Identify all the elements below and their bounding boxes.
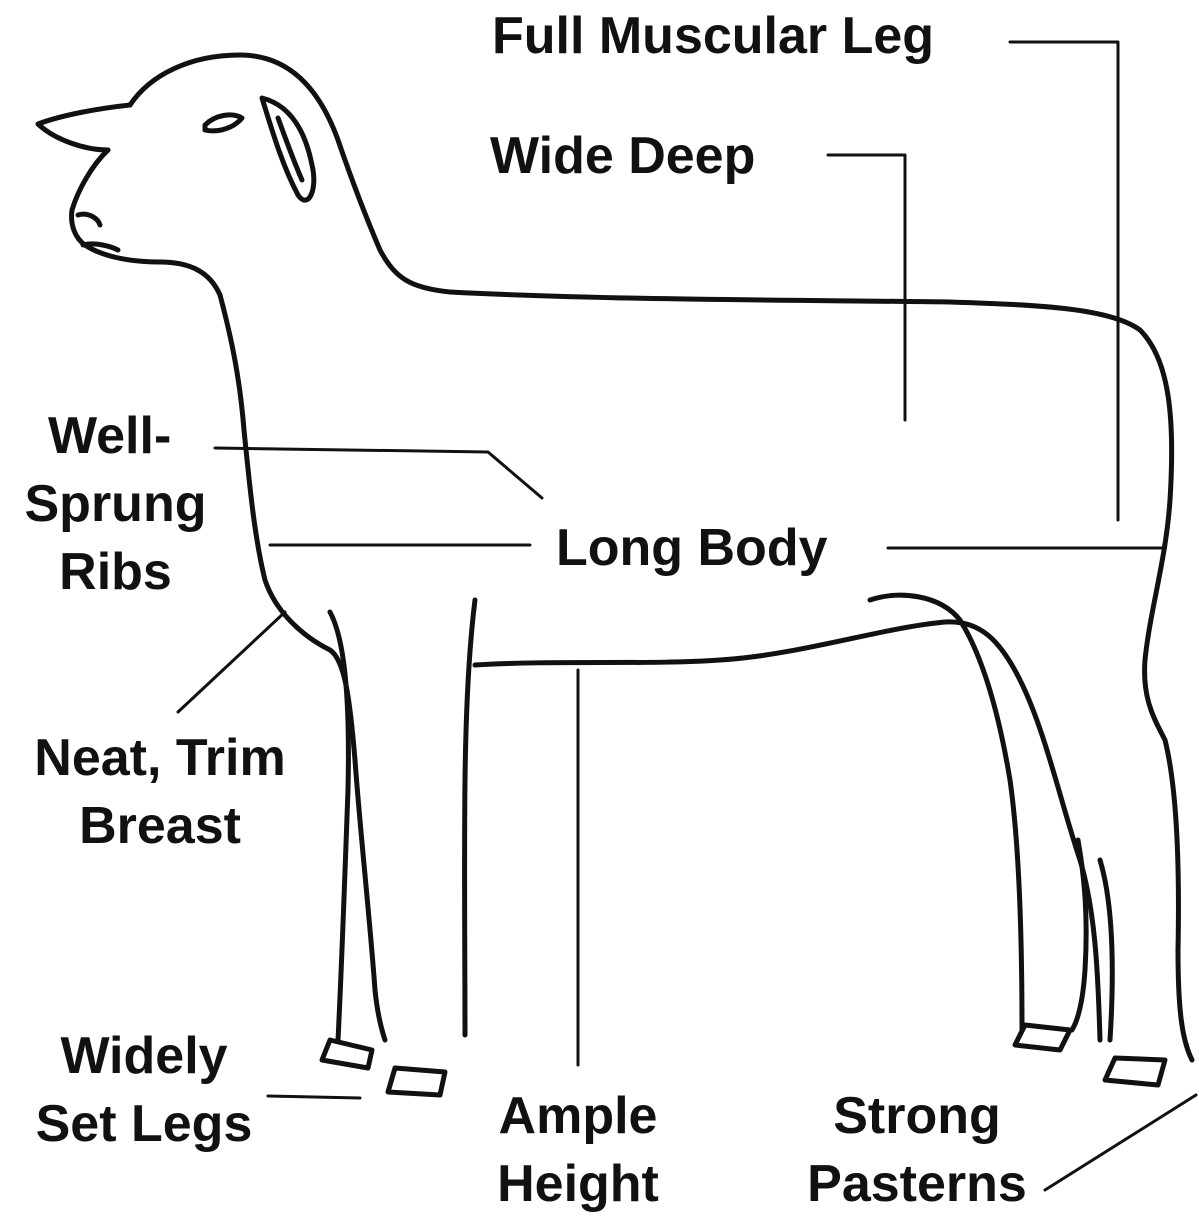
label-well-sprung-ribs-line-2: Sprung [8, 470, 223, 538]
label-well-sprung-ribs: Well- Sprung Ribs [8, 402, 223, 606]
label-ample-height: Ample Height [478, 1082, 678, 1218]
leader-wide-deep [828, 155, 905, 420]
leader-widely-set-legs [268, 1096, 360, 1098]
label-wide-deep-text: Wide Deep [490, 122, 755, 190]
sheep-back [450, 292, 1192, 1060]
label-well-sprung-ribs-line-3: Ribs [8, 538, 223, 606]
label-widely-set-legs-line-1: Widely [14, 1022, 274, 1090]
label-ample-height-line-1: Ample [478, 1082, 678, 1150]
label-ample-height-line-2: Height [478, 1150, 678, 1218]
label-widely-set-legs-line-2: Set Legs [14, 1090, 274, 1158]
label-strong-pasterns: Strong Pasterns [782, 1082, 1052, 1218]
label-neat-trim-breast: Neat, Trim Breast [10, 724, 310, 860]
label-well-sprung-ribs-line-1: Well- [8, 402, 223, 470]
label-widely-set-legs: Widely Set Legs [14, 1022, 274, 1158]
label-full-muscular-leg: Full Muscular Leg [492, 2, 934, 70]
label-strong-pasterns-line-2: Pasterns [782, 1150, 1052, 1218]
label-wide-deep: Wide Deep [490, 122, 755, 190]
label-neat-trim-breast-line-2: Breast [10, 792, 310, 860]
hind-leg-back [1072, 840, 1086, 1030]
sheep-head [38, 55, 450, 295]
label-long-body-text: Long Body [556, 514, 828, 582]
label-long-body: Long Body [556, 514, 828, 582]
front-leg-left [330, 612, 348, 1040]
hind-leg [870, 595, 1022, 1030]
label-full-muscular-leg-text: Full Muscular Leg [492, 2, 934, 70]
leader-neat-trim-breast [178, 612, 285, 712]
leader-full-muscular-leg [1010, 42, 1118, 520]
sheep-belly [475, 622, 1100, 1040]
leader-strong-pasterns [1045, 1095, 1196, 1190]
label-strong-pasterns-line-1: Strong [782, 1082, 1052, 1150]
hind-leg-rear [1100, 860, 1112, 1040]
sheep-chest [220, 295, 385, 1040]
leader-well-sprung-ribs [215, 448, 542, 498]
label-neat-trim-breast-line-1: Neat, Trim [10, 724, 310, 792]
